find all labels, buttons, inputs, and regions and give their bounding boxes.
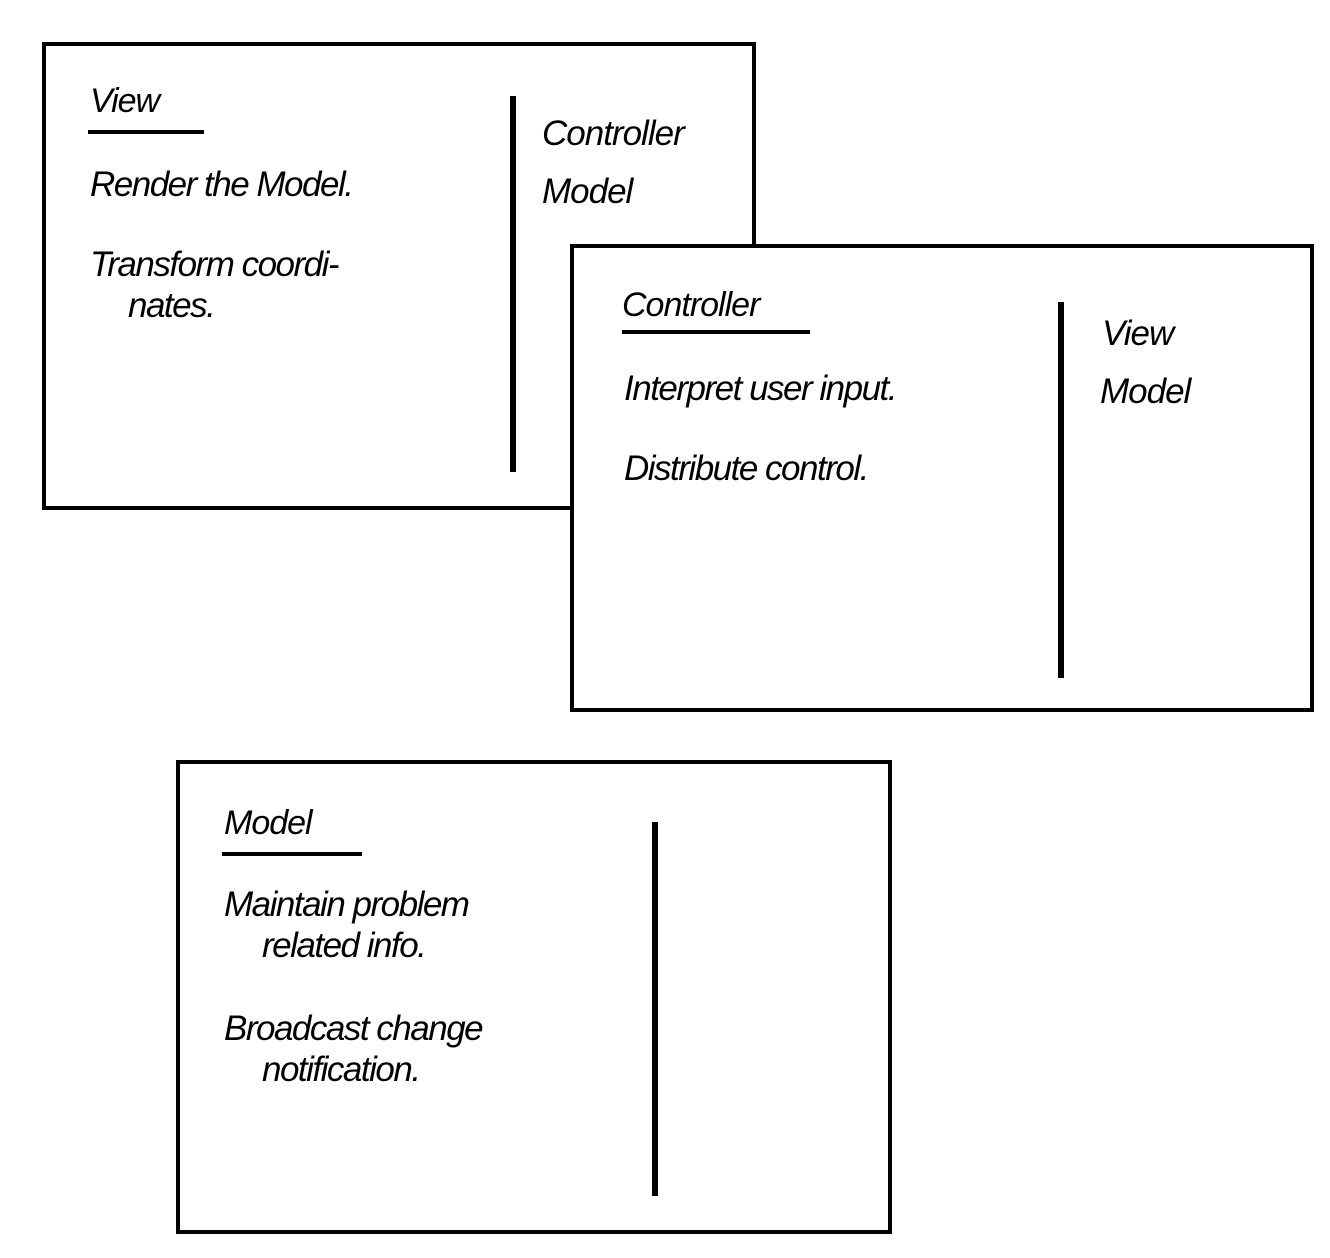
collaborator-item: Model	[1100, 372, 1191, 411]
card-divider	[1058, 302, 1064, 678]
responsibility-item: Render the Model.	[90, 164, 354, 205]
responsibility-line: Interpret user input.	[624, 369, 898, 408]
responsibility-line: Broadcast change	[224, 1009, 484, 1048]
controller-crc-card: Controller Interpret user input. Distrib…	[570, 244, 1314, 712]
responsibility-line-continued: related info.	[262, 926, 427, 965]
title-underline	[88, 130, 204, 134]
card-divider	[510, 96, 516, 472]
card-title: Controller	[622, 286, 760, 324]
responsibility-item: Maintain problem related info.	[224, 884, 470, 966]
model-crc-card: Model Maintain problem related info. Bro…	[176, 760, 892, 1234]
title-underline	[622, 330, 810, 334]
card-title: View	[90, 82, 160, 120]
responsibility-line-continued: nates.	[128, 286, 216, 325]
card-divider	[652, 822, 658, 1196]
collaborator-item: Model	[542, 172, 633, 211]
responsibility-item: Interpret user input.	[624, 368, 898, 409]
responsibility-item: Distribute control.	[624, 448, 869, 489]
responsibility-line: Distribute control.	[624, 449, 869, 488]
collaborator-item: Controller	[542, 114, 685, 153]
responsibility-item: Transform coordi- nates.	[90, 244, 340, 326]
responsibility-line-continued: notification.	[262, 1050, 421, 1089]
title-underline	[222, 852, 362, 856]
responsibility-item: Broadcast change notification.	[224, 1008, 484, 1090]
responsibility-line: Maintain problem	[224, 885, 470, 924]
card-title: Model	[224, 804, 313, 842]
responsibility-line: Render the Model.	[90, 165, 354, 204]
collaborator-item: View	[1102, 314, 1174, 353]
responsibility-line: Transform coordi-	[90, 245, 340, 284]
